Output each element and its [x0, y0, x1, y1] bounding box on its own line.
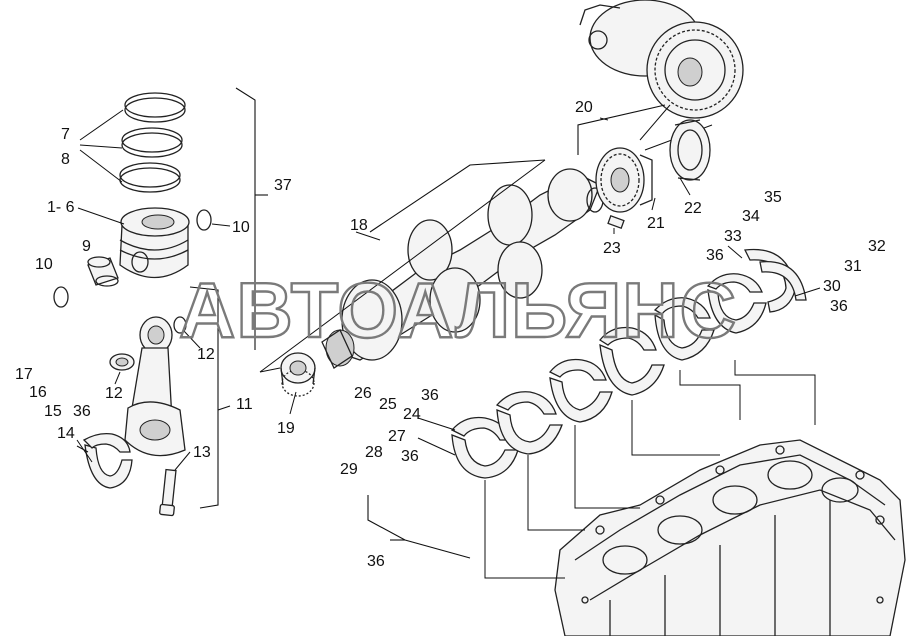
callout-label: 18: [350, 217, 368, 234]
rod-bolt: [159, 451, 191, 517]
callout-label: 34: [742, 208, 760, 225]
crank-gear: [595, 147, 653, 213]
callout-label: 1- 6: [47, 199, 75, 216]
callout-label: 27: [388, 428, 406, 445]
callout-label: 36: [706, 247, 724, 264]
bracket-36-lower: [367, 495, 471, 559]
piston-pin: [87, 256, 119, 287]
front-seal-ring: [669, 119, 711, 181]
callout-label: 30: [823, 278, 841, 295]
bracket-20: [577, 104, 666, 155]
callout-label: 12: [197, 346, 215, 363]
thrust-washers: [744, 248, 807, 313]
callout-label: 36: [421, 387, 439, 404]
callout-label: 7: [61, 126, 70, 143]
rod-bearing-shells: [76, 432, 133, 489]
callout-label: 10: [232, 219, 250, 236]
timing-gears: [579, 0, 744, 151]
callout-label: 19: [277, 420, 295, 437]
pulley-gear: [280, 352, 316, 397]
callout-label: 8: [61, 151, 70, 168]
callout-label: 36: [73, 403, 91, 420]
callout-label: 14: [57, 425, 75, 442]
callout-label: 35: [764, 189, 782, 206]
callout-label: 20: [575, 99, 593, 116]
callout-label: 23: [603, 240, 621, 257]
callout-label: 33: [724, 228, 742, 245]
callout-label: 28: [365, 444, 383, 461]
callout-label: 25: [379, 396, 397, 413]
callout-label: 37: [274, 177, 292, 194]
callout-label: 32: [868, 238, 886, 255]
callout-label: 9: [82, 238, 91, 255]
callout-label: 21: [647, 215, 665, 232]
callout-label: 36: [830, 298, 848, 315]
callout-label: 13: [193, 444, 211, 461]
callout-label: 15: [44, 403, 62, 420]
callout-label: 11: [236, 396, 253, 413]
callout-label: 36: [401, 448, 419, 465]
bracket-37: [235, 87, 268, 350]
woodruff-key: [607, 215, 625, 229]
callout-leaders: [114, 177, 821, 456]
bearing-block-leaders: [484, 360, 816, 579]
small-end-bush: [109, 353, 135, 371]
crankshaft: [259, 159, 604, 373]
watermark: АВТОАЛЬЯНС: [179, 266, 737, 354]
connecting-rod: [124, 316, 187, 457]
callout-label: 26: [354, 385, 372, 402]
callout-label: 17: [15, 366, 33, 383]
callout-label: 16: [29, 384, 47, 401]
engine-block: [554, 439, 906, 636]
callout-label: 22: [684, 200, 702, 217]
piston-rings: [79, 92, 186, 193]
callout-label: 31: [844, 258, 862, 275]
main-bearing-shells: [450, 273, 767, 479]
callout-label: 36: [367, 553, 385, 570]
piston: [77, 207, 190, 278]
bracket-11: [189, 286, 231, 509]
callout-label: 10: [35, 256, 53, 273]
circlips: [53, 209, 231, 308]
callout-label: 29: [340, 461, 358, 478]
callout-label: 12: [105, 385, 123, 402]
callout-label: 24: [403, 406, 421, 423]
